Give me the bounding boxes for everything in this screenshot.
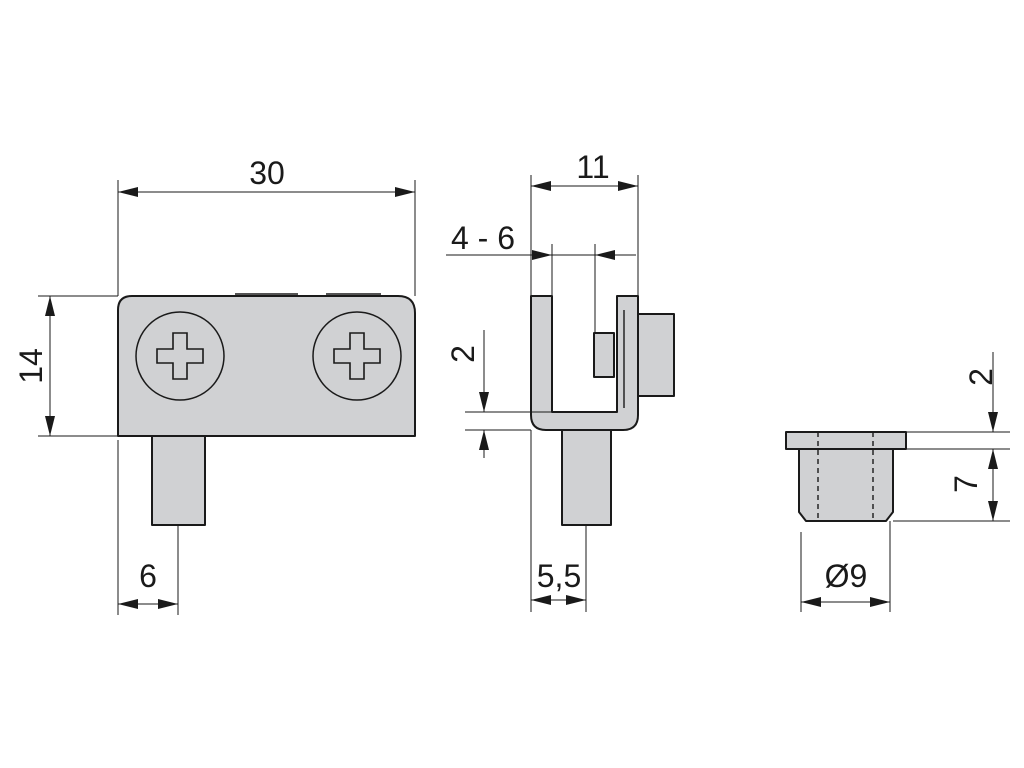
dimension-label-4-6: 4 - 6 [451,220,515,256]
dimension-5-5: 5,5 [530,430,587,612]
dimension-2-bracket: 2 [445,330,552,458]
dimension-label-2-bracket: 2 [445,345,481,363]
front-pin [151,435,206,526]
screw-icon [312,311,402,401]
dimension-4-6: 4 - 6 [446,220,636,333]
side-view: 11 4 - 6 2 5,5 [445,149,675,612]
dimension-label-11: 11 [576,149,609,185]
dimension-11: 11 [530,149,639,296]
side-pin [561,427,612,526]
side-back-block [635,313,675,397]
dimension-label-14: 14 [13,348,49,384]
dimension-label-2-flange: 2 [963,368,999,386]
side-u-bracket [530,295,639,431]
dimension-7: 7 [893,449,1010,522]
dimension-2-flange: 2 [906,352,1010,450]
screw-icon [135,311,225,401]
dimension-14: 14 [13,295,118,437]
dimension-label-6: 6 [139,558,157,594]
sleeve-flange [785,431,907,450]
dimension-label-7: 7 [948,475,984,493]
dimension-30: 30 [117,155,416,296]
dimension-label-30: 30 [249,155,285,191]
dimension-6: 6 [117,440,179,615]
dimension-label-diameter-9: Ø9 [825,558,868,594]
sleeve-body [798,448,894,522]
front-view: 30 14 6 [13,155,416,615]
sleeve-view: 2 7 Ø9 [785,352,1010,612]
side-nut [593,332,615,378]
dimension-label-5-5: 5,5 [537,558,581,594]
dimension-diameter-9: Ø9 [800,521,891,612]
